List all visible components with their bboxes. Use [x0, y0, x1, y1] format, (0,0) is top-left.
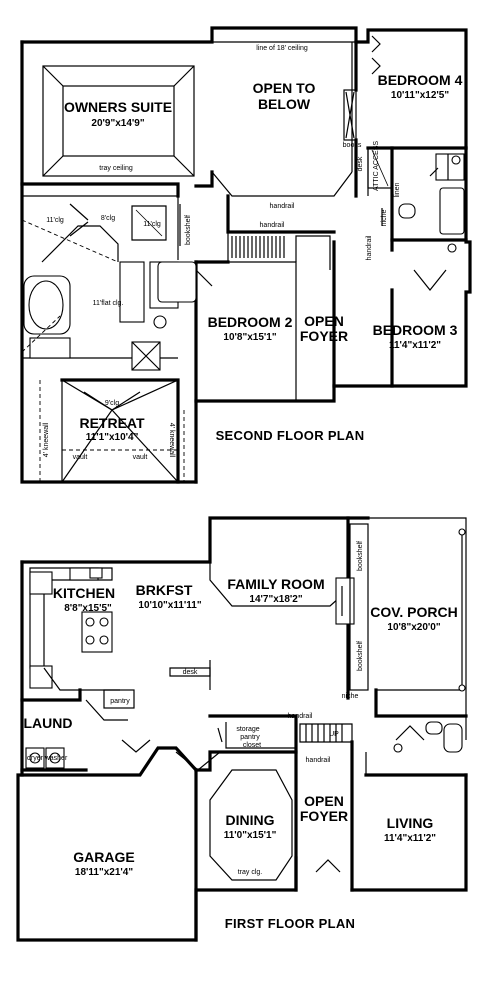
second-floor-labels: line of 18' ceiling OWNERS SUITE 20'9"x1…	[43, 45, 463, 461]
cov-porch-dim: 10'8"x20'0"	[387, 622, 440, 633]
brkfst-label: BRKFST	[136, 582, 193, 598]
first-floor-title: FIRST FLOOR PLAN	[225, 916, 355, 931]
flat-clg-note: 11'flat clg.	[93, 300, 124, 307]
open-foyer-2nd-label-2: FOYER	[300, 328, 348, 344]
niche-1st-note: niche	[342, 693, 359, 700]
owners-suite	[20, 65, 214, 198]
handrail-note-2: handrail	[260, 222, 285, 229]
owners-bath	[21, 195, 197, 371]
bookshelf-top-note: bookshelf	[357, 541, 364, 571]
second-floor-title: SECOND FLOOR PLAN	[216, 428, 365, 443]
clg-11-right-note: 11'clg	[143, 221, 161, 228]
brkfst	[169, 667, 211, 677]
cov-porch-label: COV. PORCH	[370, 604, 457, 620]
retreat-dim: 11'1"x10'4"	[86, 432, 139, 443]
handrail-note-3: handrail	[366, 235, 373, 260]
books-note: books	[343, 142, 362, 149]
clg-11-left-note: 11'clg	[46, 217, 64, 224]
owners-suite-dim: 20'9"x14'9"	[91, 118, 144, 129]
open-foyer-2nd-label-1: OPEN	[304, 313, 344, 329]
second-floor-stair	[226, 194, 336, 400]
bookshelf-bottom-note: bookshelf	[357, 641, 364, 671]
desk-1st-note: desk	[183, 669, 198, 676]
clg-8-note: 8'clg	[101, 215, 115, 222]
kitchen-dim: 8'8"x15'5"	[64, 603, 112, 614]
pantry	[85, 689, 151, 753]
first-floor-stair	[208, 714, 353, 754]
retreat-label: RETREAT	[79, 415, 145, 431]
family-room	[209, 516, 369, 700]
garage-label: GARAGE	[73, 849, 134, 865]
vault-right-note: vault	[133, 454, 148, 461]
garage	[20, 746, 221, 942]
first-floor-labels: KITCHEN 8'8"x15'5" BRKFST 10'10"x11'11" …	[24, 541, 458, 931]
owners-suite-label: OWNERS SUITE	[64, 99, 172, 115]
laundry	[20, 688, 88, 772]
open-to-below-label-1: OPEN TO	[253, 80, 316, 96]
living-label: LIVING	[387, 815, 434, 831]
tray-clg-note: tray clg.	[238, 869, 263, 876]
open-to-below-label-2: BELOW	[258, 96, 311, 112]
laund-label: LAUND	[24, 715, 73, 731]
closet-note: closet	[243, 742, 261, 749]
tray-ceiling-note: tray ceiling	[99, 165, 133, 172]
family-room-label: FAMILY ROOM	[227, 576, 324, 592]
first-floor-foyer	[315, 688, 468, 892]
pantry-stair-note: pantry	[240, 734, 260, 741]
handrail-note-1: handrail	[270, 203, 295, 210]
niche-note: niche	[381, 210, 388, 227]
garage-dim: 18'11"x21'4"	[75, 867, 133, 878]
desk-note: desk	[357, 156, 364, 171]
bedroom-2-dim: 10'8"x15'1"	[223, 332, 276, 343]
up-note: UP	[329, 731, 339, 738]
kitchen-label: KITCHEN	[53, 585, 115, 601]
clg-9-note: 9'clg	[105, 400, 119, 407]
bedroom-4-dim: 10'11"x12'5"	[391, 90, 449, 101]
hall-bath-2nd	[390, 146, 468, 253]
linen-note: linen	[394, 183, 401, 198]
retreat	[39, 378, 185, 484]
family-room-dim: 14'7"x18'2"	[249, 594, 302, 605]
dryer-note: dryer	[27, 755, 44, 762]
open-to-below	[211, 41, 357, 197]
kitchen	[29, 567, 120, 691]
brkfst-dim: 10'10"x11'11"	[138, 600, 201, 611]
dining	[194, 750, 298, 892]
second-floor-plan	[20, 26, 472, 484]
dining-dim: 11'0"x15'1"	[224, 830, 277, 841]
kneewall-right-note: 4' kneewall	[168, 423, 175, 458]
vault-left-note: vault	[73, 454, 88, 461]
ceiling-line-note: line of 18' ceiling	[256, 45, 308, 52]
storage-note: storage	[236, 726, 259, 733]
bedroom-4-label: BEDROOM 4	[378, 72, 463, 88]
kneewall-left-note: 4' kneewall	[43, 422, 50, 457]
bookshelf-2nd-note: bookshelf	[185, 215, 192, 245]
living-dim: 11'4"x11'2"	[384, 833, 436, 844]
handrail-1st-note-2: handrail	[306, 757, 331, 764]
washer-note: washer	[44, 755, 68, 762]
dining-label: DINING	[226, 812, 275, 828]
open-foyer-1st-label-1: OPEN	[304, 793, 344, 809]
open-foyer-1st-label-2: FOYER	[300, 808, 348, 824]
attic-access-note: ATTIC ACCESS	[373, 141, 380, 191]
first-floor-plan	[16, 516, 468, 942]
pantry-note: pantry	[110, 698, 130, 705]
bedroom-2-label: BEDROOM 2	[208, 314, 293, 330]
bedroom-3-label: BEDROOM 3	[373, 322, 458, 338]
handrail-1st-note-1: handrail	[288, 713, 313, 720]
bedroom-3	[332, 208, 447, 388]
bedroom-3-dim: 11'4"x11'2"	[389, 340, 441, 351]
